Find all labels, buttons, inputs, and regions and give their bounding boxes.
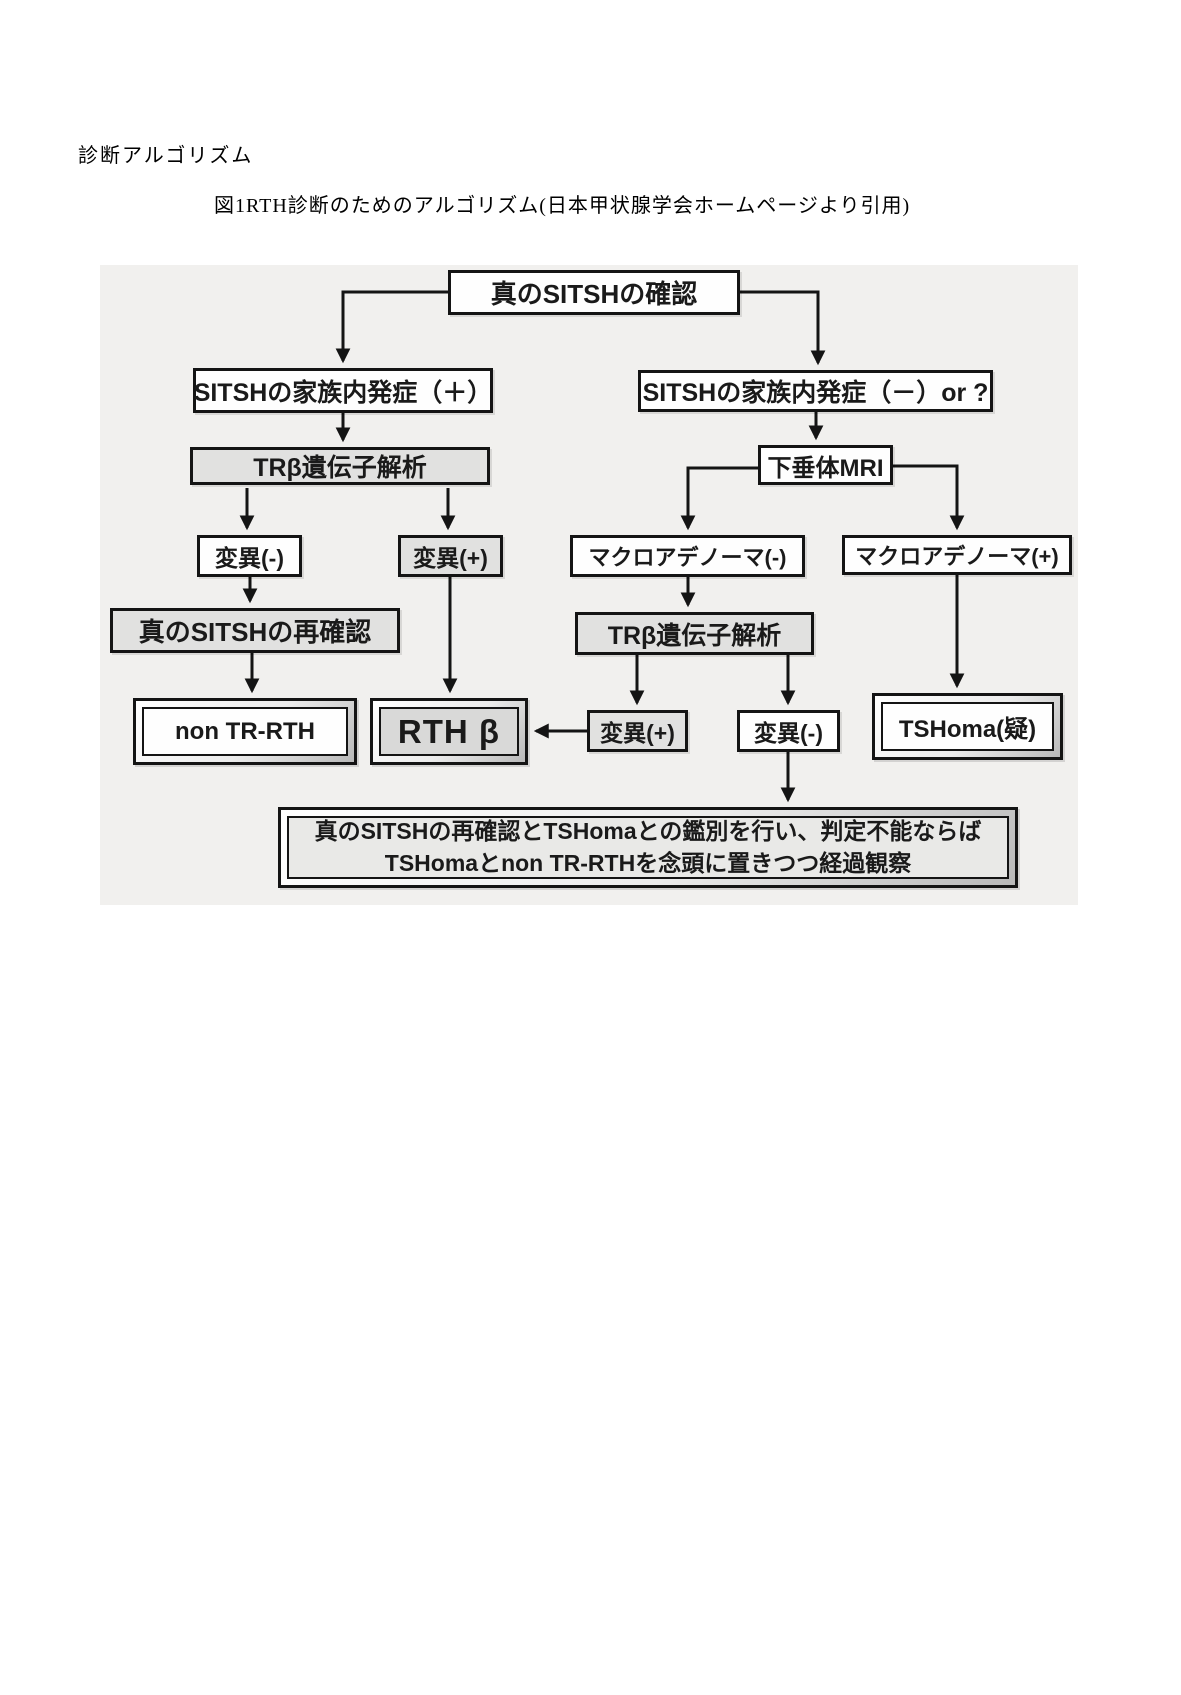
- node-tshoma-suspected: TSHoma(疑): [872, 693, 1063, 760]
- node-familial-positive: SITSHの家族内発症（＋）: [193, 368, 493, 413]
- node-final-outcome: 真のSITSHの再確認とTSHomaとの鑑別を行い、判定不能ならば TSHoma…: [278, 807, 1018, 888]
- final-outcome-line2: TSHomaとnon TR-RTHを念頭に置きつつ経過観察: [384, 849, 912, 876]
- flow-connectors: [239, 290, 965, 803]
- node-non-tr-rth-label: non TR-RTH: [142, 707, 348, 756]
- node-final-outcome-text: 真のSITSHの再確認とTSHomaとの鑑別を行い、判定不能ならば TSHoma…: [287, 816, 1009, 879]
- node-rth-beta: RTH β: [370, 698, 528, 765]
- node-mutation-negative-2: 変異(-): [737, 710, 840, 752]
- figure-caption: 図1RTH診断のためのアルゴリズム(日本甲状腺学会ホームページより引用): [214, 195, 911, 217]
- node-rth-beta-label: RTH β: [379, 707, 519, 756]
- final-outcome-line1: 真のSITSHの再確認とTSHomaとの鑑別を行い、判定不能ならば: [314, 818, 982, 845]
- node-trb-gene-analysis-2: TRβ遺伝子解析: [575, 612, 814, 655]
- node-familial-negative: SITSHの家族内発症（－）or ?: [638, 370, 993, 412]
- flowchart-rth-diagnosis: 真のSITSHの確認 SITSHの家族内発症（＋） SITSHの家族内発症（－）…: [100, 265, 1078, 905]
- node-trb-gene-analysis-1: TRβ遺伝子解析: [190, 447, 490, 485]
- node-recheck-true-sitsh: 真のSITSHの再確認: [110, 608, 400, 653]
- node-mutation-negative-1: 変異(-): [197, 535, 302, 577]
- node-mutation-positive-1: 変異(+): [398, 535, 503, 577]
- node-tshoma-suspected-label: TSHoma(疑): [881, 702, 1054, 751]
- node-non-tr-rth: non TR-RTH: [133, 698, 357, 765]
- node-mutation-positive-2: 変異(+): [587, 710, 688, 752]
- document-heading: 診断アルゴリズム: [78, 145, 254, 167]
- node-macroadenoma-positive: マクロアデノーマ(+): [842, 535, 1072, 575]
- node-pituitary-mri: 下垂体MRI: [758, 445, 893, 485]
- node-macroadenoma-negative: マクロアデノーマ(-): [570, 535, 805, 577]
- node-confirm-true-sitsh: 真のSITSHの確認: [448, 270, 740, 315]
